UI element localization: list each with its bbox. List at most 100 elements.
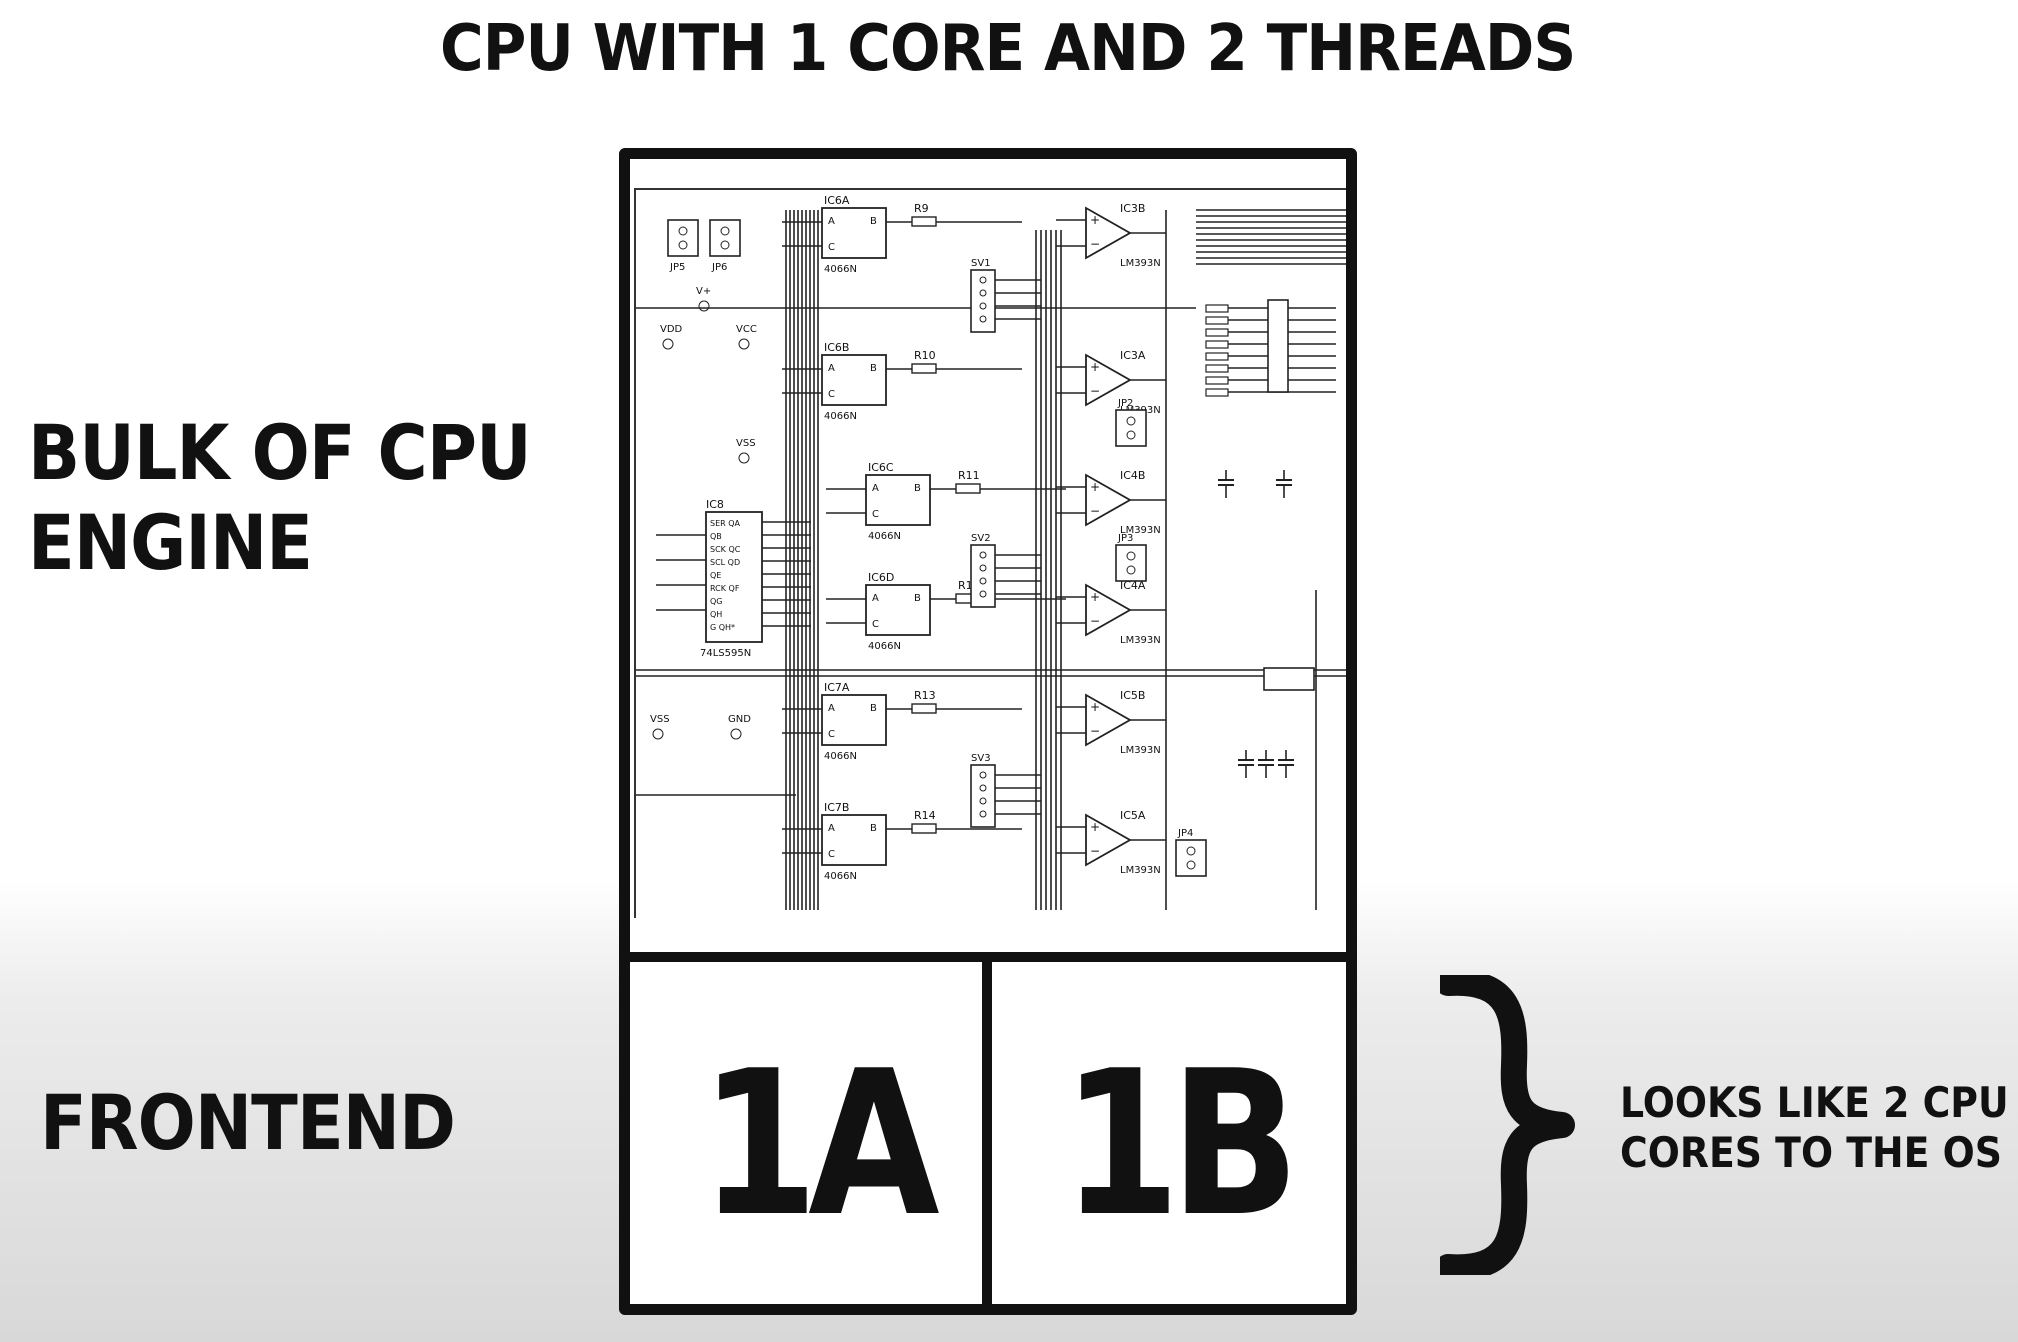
comparator-pin-label: − bbox=[1090, 504, 1100, 518]
comparator-part-label: LM393N bbox=[1120, 745, 1161, 756]
switch-gate bbox=[865, 584, 931, 636]
os-note-line1: LOOKS LIKE 2 CPU bbox=[1620, 1078, 2009, 1127]
gate-pin-label: C bbox=[872, 509, 879, 520]
comparator bbox=[1085, 353, 1132, 407]
ladder-resistor bbox=[1205, 364, 1229, 373]
pin-header bbox=[970, 269, 996, 333]
jumper-pin bbox=[1126, 416, 1136, 426]
switch-gate bbox=[821, 814, 887, 866]
power-label: VCC bbox=[736, 324, 757, 335]
header-pin bbox=[979, 590, 987, 598]
comparator-pin-label: + bbox=[1090, 360, 1100, 374]
switch-gate bbox=[865, 474, 931, 526]
ladder-resistor bbox=[1205, 328, 1229, 337]
header-pin bbox=[979, 276, 987, 284]
switch-gate bbox=[821, 207, 887, 259]
shift-register-pin-label: RCK QF bbox=[710, 584, 740, 593]
comparator-part-label: LM393N bbox=[1120, 865, 1161, 876]
gate-name-label: IC6A bbox=[824, 194, 850, 207]
gate-pin-label: A bbox=[828, 216, 835, 227]
curly-brace bbox=[1440, 975, 1575, 1275]
ladder-resistor bbox=[1205, 316, 1229, 325]
power-label: VSS bbox=[736, 438, 756, 449]
power-terminal bbox=[652, 728, 664, 740]
bulk-label-line2: ENGINE bbox=[28, 498, 313, 587]
jumper-pin bbox=[720, 240, 730, 250]
gate-pin-label: B bbox=[870, 216, 877, 227]
switch-gate bbox=[821, 354, 887, 406]
pin-header bbox=[1263, 667, 1315, 691]
gate-name-label: IC6C bbox=[868, 461, 894, 474]
resistor-label: R13 bbox=[914, 689, 936, 702]
pin-header bbox=[970, 544, 996, 608]
header-pin bbox=[979, 564, 987, 572]
header-pin bbox=[979, 810, 987, 818]
comparator-name-label: IC3A bbox=[1120, 349, 1146, 362]
power-label: VDD bbox=[660, 324, 683, 335]
comparator-pin-label: − bbox=[1090, 384, 1100, 398]
resistor bbox=[955, 483, 981, 494]
comparator-pin-label: + bbox=[1090, 820, 1100, 834]
resistor bbox=[911, 363, 937, 374]
shift-register-pin-label: G QH* bbox=[710, 623, 735, 632]
diagram-title: CPU WITH 1 CORE AND 2 THREADS bbox=[440, 12, 1576, 86]
comparator bbox=[1085, 473, 1132, 527]
shift-register-pin-label: SCL QD bbox=[710, 558, 740, 567]
shift-register-pin-label: QE bbox=[710, 571, 721, 580]
shift-register bbox=[705, 511, 763, 643]
comparator bbox=[1085, 583, 1132, 637]
power-terminal bbox=[738, 452, 750, 464]
gate-pin-label: A bbox=[828, 823, 835, 834]
gate-pin-label: B bbox=[870, 703, 877, 714]
resistor bbox=[911, 703, 937, 714]
bulk-label-line1: BULK OF CPU bbox=[28, 408, 532, 497]
jumper-pin bbox=[1186, 846, 1196, 856]
resistor bbox=[911, 216, 937, 227]
header-pin bbox=[979, 551, 987, 559]
jumper bbox=[1175, 839, 1207, 877]
comparator-name-label: IC3B bbox=[1120, 202, 1145, 215]
jumper bbox=[1115, 544, 1147, 582]
comparator-name-label: IC5A bbox=[1120, 809, 1146, 822]
comparator-pin-label: + bbox=[1090, 480, 1100, 494]
header-pin bbox=[979, 302, 987, 310]
gate-pin-label: C bbox=[828, 729, 835, 740]
header-label: SV2 bbox=[971, 533, 991, 544]
header-pin bbox=[979, 771, 987, 779]
header-pin bbox=[979, 315, 987, 323]
ladder-resistor bbox=[1205, 304, 1229, 313]
gate-pin-label: A bbox=[872, 593, 879, 604]
jumper-pin bbox=[1126, 551, 1136, 561]
header-pin bbox=[979, 289, 987, 297]
gate-pin-label: C bbox=[828, 389, 835, 400]
gate-pin-label: C bbox=[828, 849, 835, 860]
gate-part-label: 4066N bbox=[824, 264, 857, 275]
resistor-label: R11 bbox=[958, 469, 980, 482]
resistor-network bbox=[1267, 299, 1289, 393]
comparator-pin-label: + bbox=[1090, 213, 1100, 227]
ladder-resistor bbox=[1205, 388, 1229, 397]
power-terminal bbox=[730, 728, 742, 740]
jumper-label: JP6 bbox=[711, 262, 727, 273]
comparator-part-label: LM393N bbox=[1120, 525, 1161, 536]
gate-name-label: IC7B bbox=[824, 801, 849, 814]
gate-name-label: IC7A bbox=[824, 681, 850, 694]
shift-register-pin-label: SCK QC bbox=[710, 545, 741, 554]
comparator bbox=[1085, 813, 1132, 867]
jumper-pin bbox=[720, 226, 730, 236]
gate-pin-label: A bbox=[828, 703, 835, 714]
jumper bbox=[709, 219, 741, 257]
jumper-pin bbox=[1186, 860, 1196, 870]
ladder-resistor bbox=[1205, 340, 1229, 349]
gate-pin-label: B bbox=[870, 363, 877, 374]
jumper bbox=[1115, 409, 1147, 447]
gate-part-label: 4066N bbox=[868, 641, 901, 652]
resistor-label: R9 bbox=[914, 202, 929, 215]
jumper-label: JP2 bbox=[1117, 398, 1133, 409]
resistor-label: R14 bbox=[914, 809, 936, 822]
comparator-name-label: IC4B bbox=[1120, 469, 1145, 482]
jumper-label: JP3 bbox=[1117, 533, 1133, 544]
comparator-name-label: IC5B bbox=[1120, 689, 1145, 702]
